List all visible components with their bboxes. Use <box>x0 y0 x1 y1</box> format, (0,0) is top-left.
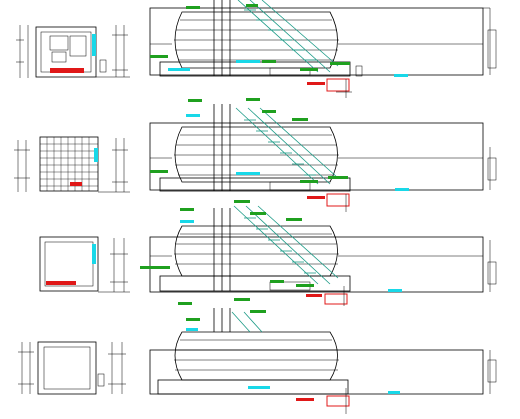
plan-view-3 <box>39 236 130 293</box>
plan-view-2 <box>14 136 130 193</box>
section-view-2 <box>14 98 497 212</box>
plan-view-4 <box>18 341 126 395</box>
stair-stub-4 <box>231 311 263 333</box>
elevation-view-1 <box>149 0 497 98</box>
section-view-4 <box>18 298 497 414</box>
elevation-view-2 <box>149 98 497 212</box>
stair-1 <box>237 0 339 73</box>
elevation-view-3 <box>140 200 497 306</box>
section-view-1 <box>16 0 497 98</box>
stair-3 <box>233 205 339 285</box>
stair-2 <box>235 107 339 185</box>
section-view-3 <box>39 200 497 306</box>
plan-view-1 <box>16 25 130 78</box>
elevation-view-4 <box>149 298 497 414</box>
